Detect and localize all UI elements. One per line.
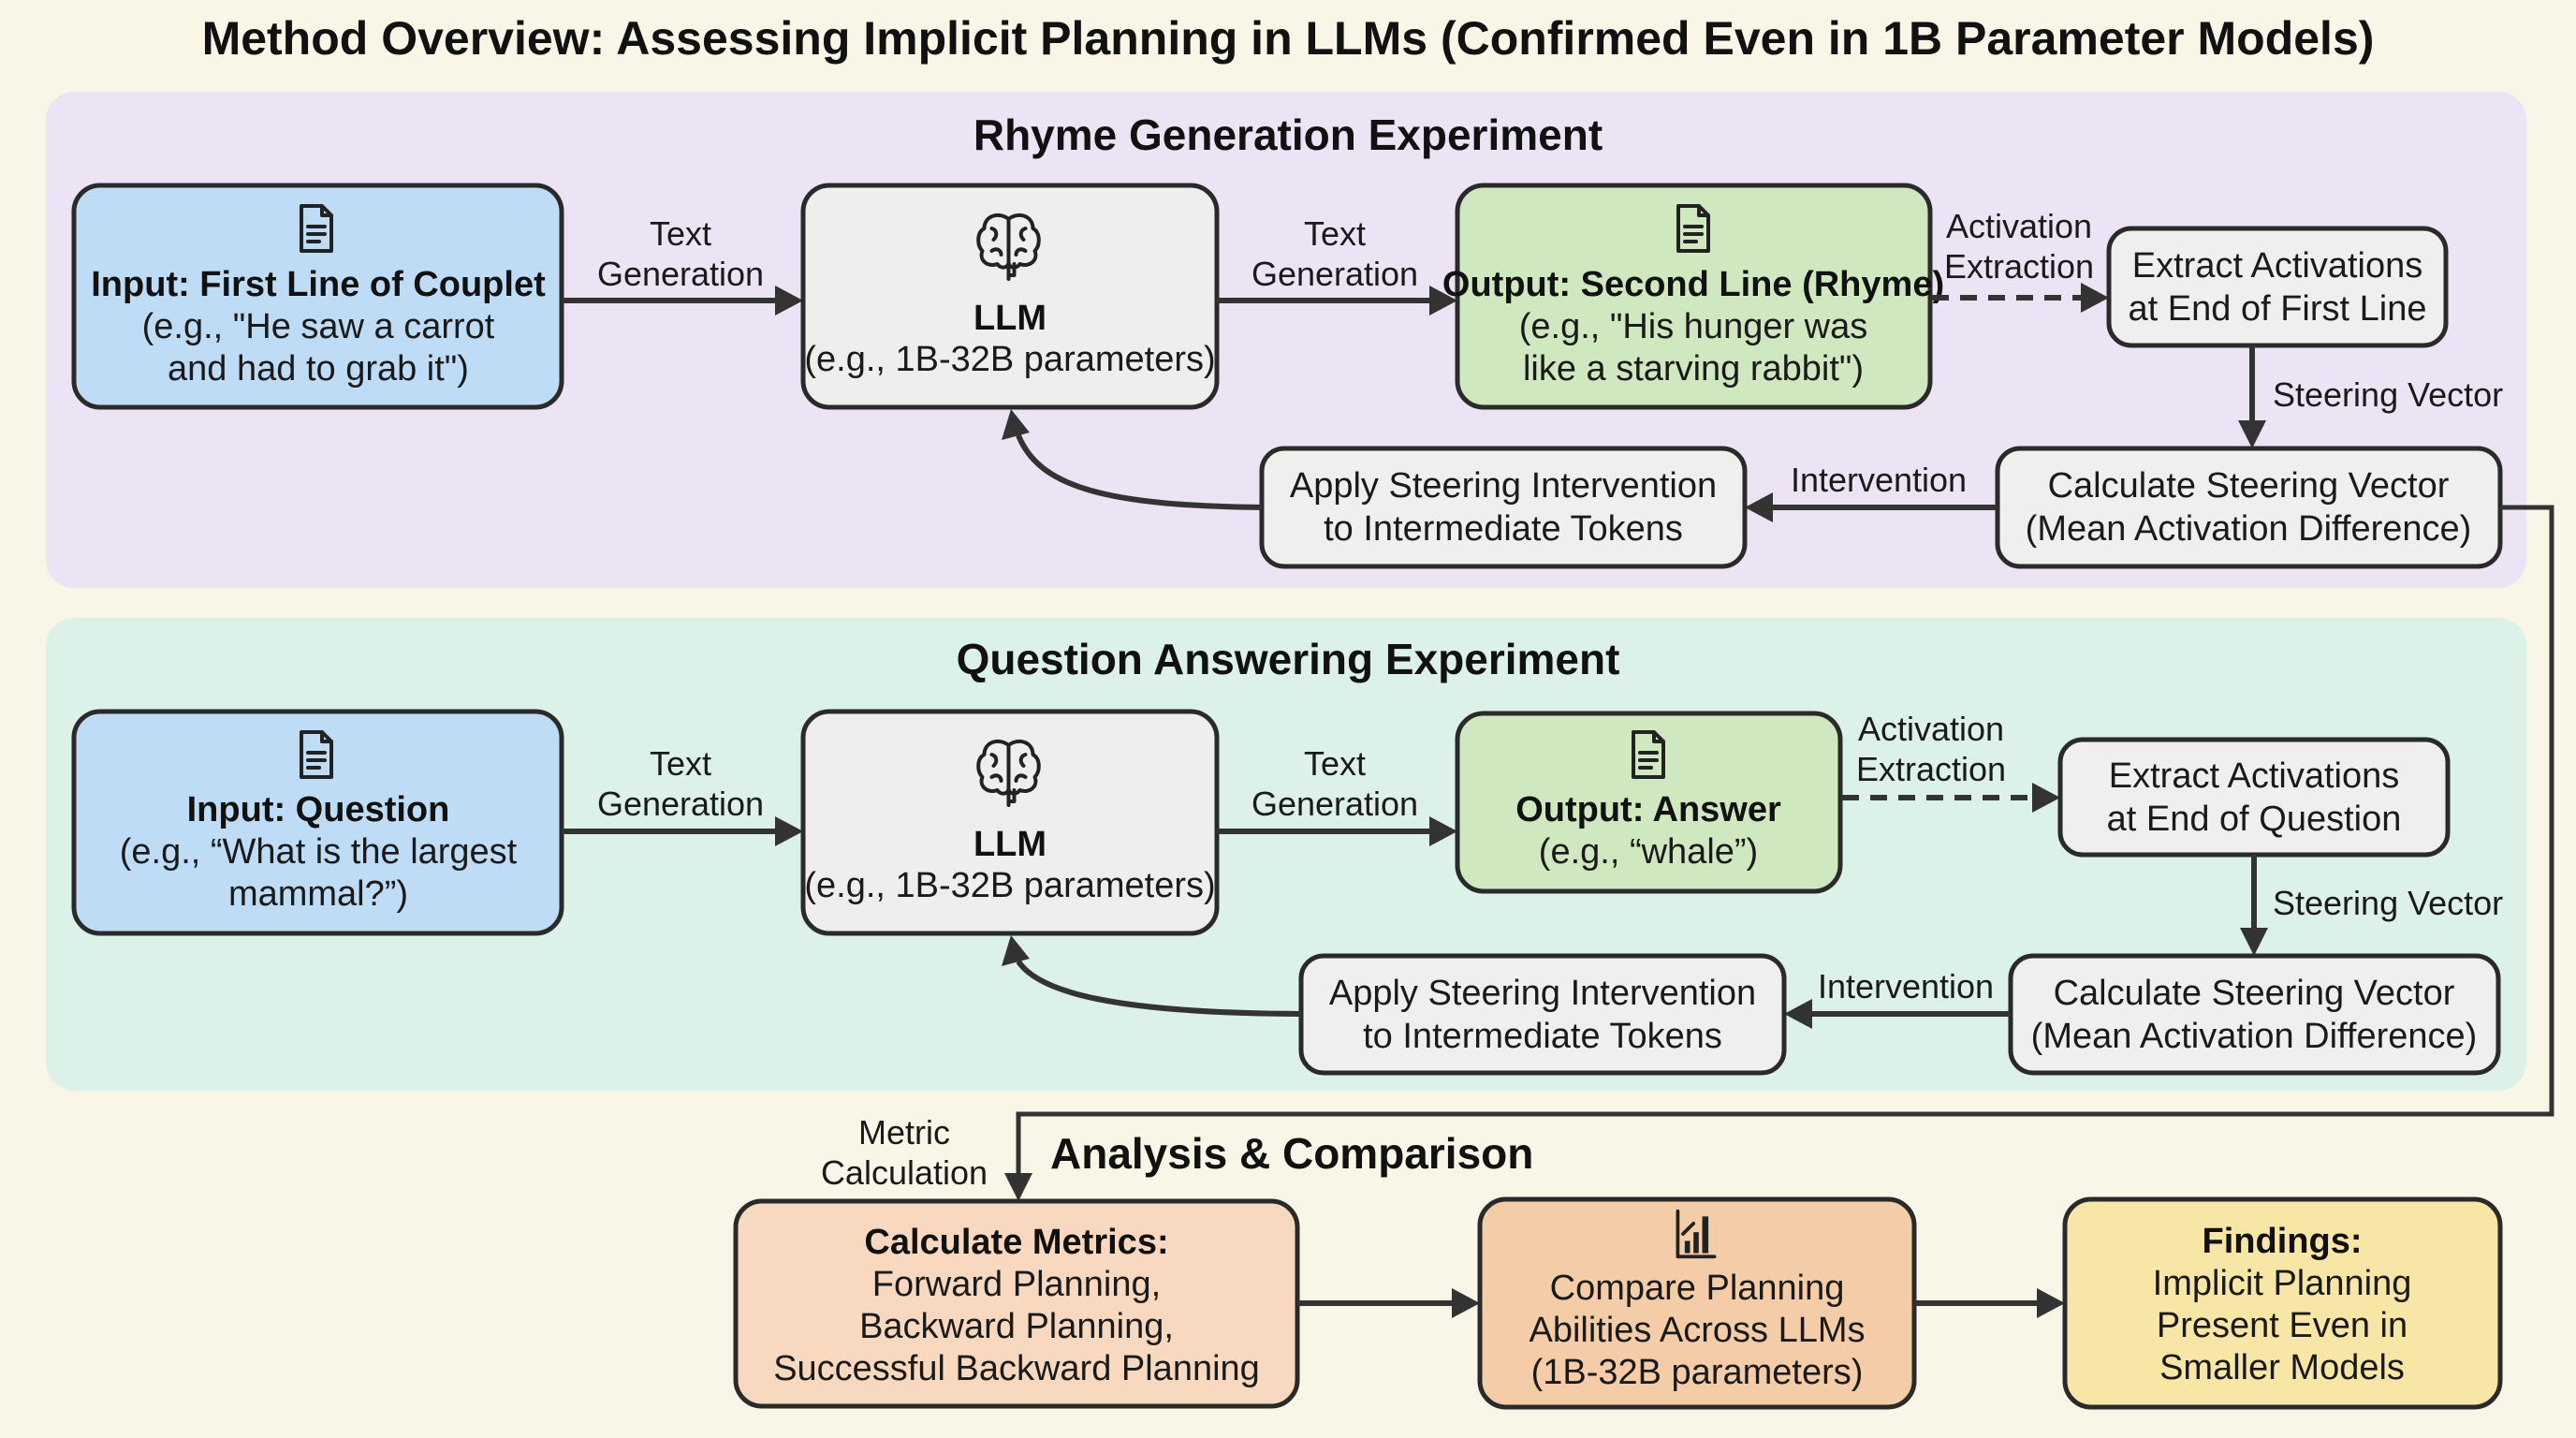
rhyme-edge-apply-to-llm: [1016, 433, 1263, 510]
compare-line2: Abilities Across LLMs: [1529, 1311, 1865, 1350]
compare-line3: (1B-32B parameters): [1531, 1353, 1864, 1392]
rhyme-panel-heading: Rhyme Generation Experiment: [973, 110, 1603, 159]
metrics-line2: Backward Planning,: [859, 1307, 1174, 1346]
arrow-head: [2037, 1288, 2065, 1318]
rhyme-extract-line2: at End of First Line: [2129, 289, 2427, 329]
qa-input-title: Input: Question: [187, 790, 450, 829]
qa-input-example-line2: mammal?”): [228, 874, 408, 914]
arrow-head: [2081, 283, 2109, 313]
analysis-heading: Analysis & Comparison: [1050, 1129, 1533, 1178]
rhyme-output-box: Output: Second Line (Rhyme) (e.g., "His …: [1442, 183, 1944, 410]
rhyme-llm-title: LLM: [973, 299, 1046, 338]
rhyme-edge3-label-line2: Extraction: [1944, 247, 2094, 286]
diagram-title: Method Overview: Assessing Implicit Plan…: [202, 12, 2375, 65]
rhyme-apply-box: Apply Steering Intervention to Intermedi…: [1259, 446, 1748, 569]
arrow-head: [1452, 1288, 1480, 1318]
rhyme-calc-line1: Calculate Steering Vector: [2048, 466, 2450, 506]
qa-panel-background: [46, 618, 2526, 1091]
compare-line1: Compare Planning: [1550, 1269, 1845, 1308]
qa-apply-line1: Apply Steering Intervention: [1329, 974, 1756, 1013]
qa-edge1-label-line1: Text: [650, 744, 711, 783]
qa-edge1-label-line2: Generation: [597, 785, 764, 823]
findings-line2: Present Even in: [2157, 1306, 2408, 1345]
qa-apply-box: Apply Steering Intervention to Intermedi…: [1298, 953, 1787, 1076]
rhyme-edge2-label-line2: Generation: [1251, 255, 1418, 293]
findings-title: Findings:: [2203, 1222, 2363, 1261]
rhyme-apply-line1: Apply Steering Intervention: [1290, 466, 1717, 506]
rhyme-calc-box: Calculate Steering Vector (Mean Activati…: [1995, 446, 2503, 569]
qa-extract-box: Extract Activations at End of Question: [2057, 737, 2451, 858]
arrow-head: [1002, 409, 1030, 440]
metrics-line3: Successful Backward Planning: [773, 1349, 1260, 1388]
qa-llm-subtitle: (e.g., 1B-32B parameters): [804, 866, 1215, 905]
rhyme-edge4-label: Steering Vector: [2273, 375, 2503, 414]
qa-edge2-label-line2: Generation: [1251, 785, 1418, 823]
question-answering-panel: Question Answering Experiment Input: Que…: [46, 618, 2526, 1091]
metric-calculation-label-line2: Calculation: [821, 1153, 988, 1192]
qa-output-box: Output: Answer (e.g., “whale”): [1455, 711, 1843, 894]
arrow-head: [1002, 935, 1030, 966]
metrics-title: Calculate Metrics:: [864, 1223, 1168, 1262]
rhyme-calc-line2: (Mean Activation Difference): [2026, 509, 2472, 549]
arrow-head: [1004, 1173, 1032, 1201]
connector-to-analysis: [1016, 505, 2554, 1175]
findings-box: Findings: Implicit Planning Present Even…: [2062, 1196, 2503, 1410]
rhyme-edge5-label: Intervention: [1791, 461, 1967, 499]
arrow-head: [775, 286, 803, 315]
qa-edge3-label-line2: Extraction: [1856, 750, 2006, 788]
rhyme-llm-subtitle: (e.g., 1B-32B parameters): [804, 340, 1215, 379]
rhyme-extract-box: Extract Activations at End of First Line: [2106, 226, 2449, 348]
rhyme-extract-line1: Extract Activations: [2132, 246, 2422, 286]
qa-apply-line2: to Intermediate Tokens: [1363, 1017, 1722, 1056]
rhyme-edge1-label-line2: Generation: [597, 255, 764, 293]
qa-llm-title: LLM: [973, 825, 1046, 864]
qa-edge3-label-line1: Activation: [1858, 710, 2004, 748]
qa-calc-box: Calculate Steering Vector (Mean Activati…: [2008, 953, 2501, 1076]
analysis-section: Analysis & Comparison Calculate Metrics:…: [733, 1129, 2503, 1410]
rhyme-llm-box: LLM (e.g., 1B-32B parameters): [800, 183, 1220, 410]
rhyme-input-example-line1: (e.g., "He saw a carrot: [142, 307, 495, 346]
qa-input-box: Input: Question (e.g., “What is the larg…: [71, 709, 564, 936]
qa-edge4-label: Steering Vector: [2273, 884, 2503, 922]
qa-llm-box: LLM (e.g., 1B-32B parameters): [800, 709, 1220, 936]
rhyme-apply-line2: to Intermediate Tokens: [1324, 509, 1683, 549]
qa-panel-heading: Question Answering Experiment: [957, 635, 1620, 683]
qa-edge-apply-to-llm: [1016, 960, 1302, 1017]
rhyme-output-example-line2: like a starving rabbit"): [1523, 349, 1864, 389]
rhyme-edge1-label-line1: Text: [650, 214, 711, 253]
qa-input-example-line1: (e.g., “What is the largest: [120, 832, 518, 872]
qa-edge2-label-line1: Text: [1304, 744, 1366, 783]
arrow-head: [2238, 420, 2266, 448]
qa-output-example: (e.g., “whale”): [1539, 832, 1758, 872]
arrow-head: [2032, 783, 2060, 813]
qa-extract-line1: Extract Activations: [2109, 756, 2399, 796]
rhyme-edge2-label-line1: Text: [1304, 214, 1366, 253]
arrow-head: [1429, 816, 1457, 846]
findings-line1: Implicit Planning: [2153, 1264, 2412, 1303]
qa-extract-line2: at End of Question: [2107, 800, 2402, 839]
qa-output-title: Output: Answer: [1515, 790, 1781, 829]
rhyme-input-box: Input: First Line of Couplet (e.g., "He …: [71, 183, 564, 410]
rhyme-output-title: Output: Second Line (Rhyme): [1442, 265, 1944, 304]
qa-edge5-label: Intervention: [1818, 967, 1994, 1005]
metrics-box: Calculate Metrics: Forward Planning, Bac…: [733, 1198, 1300, 1409]
arrow-head: [775, 816, 803, 846]
rhyme-generation-panel: Rhyme Generation Experiment Input: First…: [46, 92, 2526, 588]
arrow-head: [2240, 928, 2268, 956]
metrics-line1: Forward Planning,: [872, 1265, 1161, 1304]
rhyme-input-example-line2: and had to grab it"): [168, 349, 469, 389]
findings-line3: Smaller Models: [2159, 1348, 2405, 1387]
compare-box: Compare Planning Abilities Across LLMs (…: [1477, 1196, 1917, 1410]
arrow-head: [1745, 492, 1773, 522]
qa-calc-line1: Calculate Steering Vector: [2054, 974, 2455, 1013]
arrow-head: [1784, 999, 1812, 1029]
rhyme-edge3-label-line1: Activation: [1946, 207, 2092, 245]
qa-calc-line2: (Mean Activation Difference): [2031, 1017, 2478, 1056]
metric-calculation-label-line1: Metric: [858, 1113, 950, 1152]
rhyme-output-example-line1: (e.g., "His hunger was: [1519, 307, 1868, 346]
arrow-head: [1429, 286, 1457, 315]
rhyme-input-title: Input: First Line of Couplet: [91, 265, 546, 304]
